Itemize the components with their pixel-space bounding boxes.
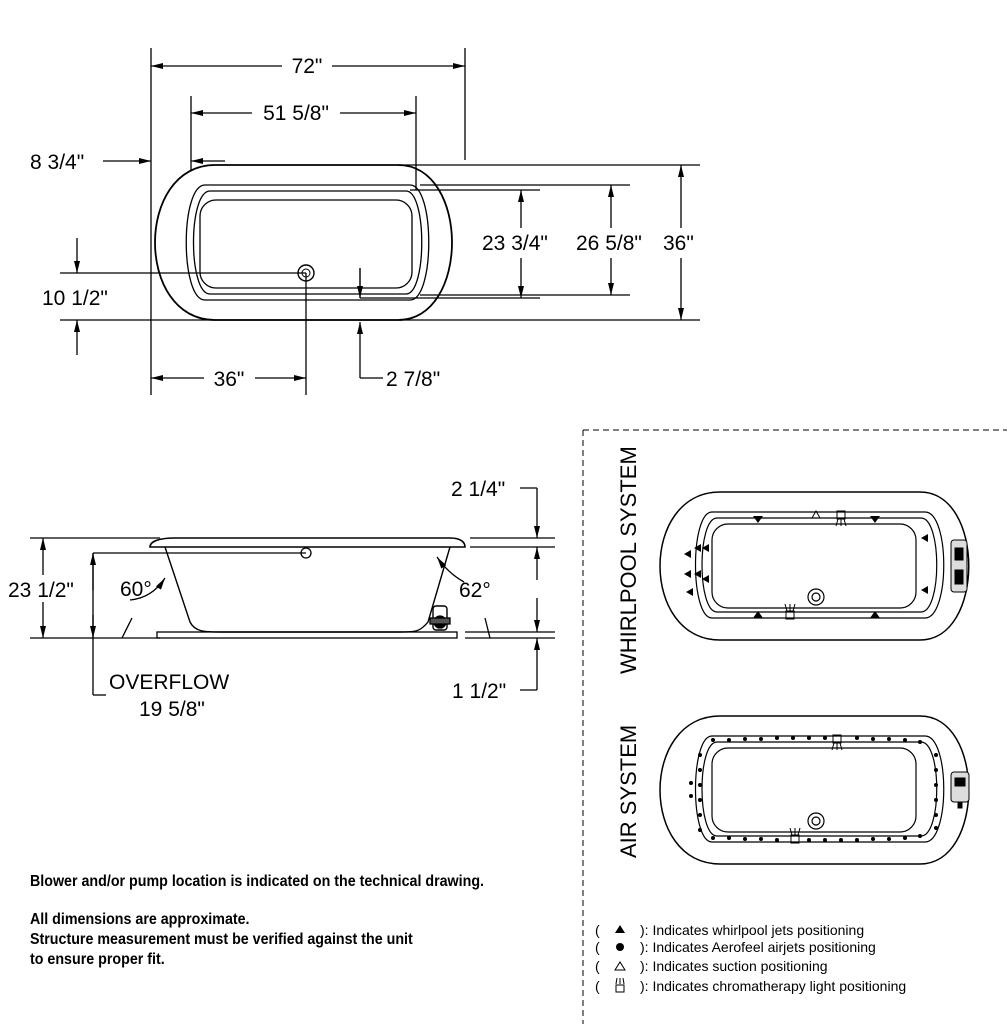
triangle-icon (615, 925, 625, 933)
whirlpool-title: WHIRLPOOL SYSTEM (616, 446, 641, 674)
legend-suction: ( ): Indicates suction positioning (595, 958, 828, 974)
plan-view (60, 48, 700, 395)
dim-inner-width: 23 3/4" (482, 232, 548, 255)
side-view (30, 487, 555, 696)
legend-suction-text: ): Indicates suction positioning (640, 958, 828, 974)
pump-icon (429, 605, 451, 631)
dim-rim-thickness: 2 1/4" (451, 478, 505, 501)
dim-rim-offset: 8 3/4" (30, 151, 84, 174)
plan-deck-inner (192, 190, 423, 295)
side-base (156, 631, 458, 639)
dim-basin-width: 26 5/8" (576, 232, 642, 255)
dim-overflow-offset: 2 7/8" (386, 368, 440, 391)
dot-icon (616, 943, 624, 951)
svg-text:(: ( (595, 922, 600, 938)
legend-light-text: ): Indicates chromatherapy light positio… (640, 978, 906, 994)
note-blower: Blower and/or pump location is indicated… (30, 873, 485, 890)
side-rim (149, 537, 466, 548)
legend-airjets-text: ): Indicates Aerofeel airjets positionin… (640, 939, 876, 955)
dim-drain-offset-y: 10 1/2" (42, 287, 108, 310)
svg-text:(: ( (595, 978, 600, 994)
open-triangle-icon (614, 961, 626, 971)
legend-jets-text: ): Indicates whirlpool jets positioning (640, 922, 864, 938)
dim-overflow-height: 19 5/8" (139, 698, 205, 721)
overflow-label: OVERFLOW (109, 671, 229, 694)
dim-overall-width: 36" (663, 232, 694, 255)
air-blower-icon (950, 771, 970, 809)
legend-jets: ( ): Indicates whirlpool jets positionin… (595, 922, 864, 938)
note-approx-1: All dimensions are approximate. (30, 911, 250, 928)
legend-light: ( ): Indicates chromatherapy light posit… (595, 977, 906, 994)
whirlpool-lights (784, 510, 847, 620)
legend-airjets: ( ): Indicates Aerofeel airjets position… (595, 939, 876, 955)
air-title: AIR SYSTEM (616, 725, 641, 858)
light-icon (615, 977, 625, 993)
air-lights (789, 734, 843, 844)
plan-deck (185, 184, 430, 301)
dim-inner-length: 51 5/8" (263, 102, 329, 125)
note-approx-3: to ensure proper fit. (30, 951, 165, 968)
dim-base-height: 1 1/2" (452, 680, 506, 703)
side-body (164, 546, 451, 633)
systems-panel (582, 429, 1007, 1024)
dim-drain-offset-x: 36" (214, 368, 245, 391)
whirlpool-tub (659, 491, 970, 641)
dim-overall-height: 23 1/2" (8, 579, 74, 602)
legend: ( ): Indicates whirlpool jets positionin… (595, 922, 906, 994)
dim-right-angle: 62° (459, 579, 491, 602)
air-tub (659, 715, 970, 865)
whirlpool-jets (684, 516, 928, 618)
dim-left-angle: 60° (120, 578, 152, 601)
air-jets (689, 736, 938, 842)
note-approx-2: Structure measurement must be verified a… (30, 931, 413, 948)
dim-overall-length: 72" (292, 55, 323, 78)
plan-view-labels: 72" 51 5/8" 8 3/4" 23 3/4" 26 5/8" 36" 1… (30, 55, 694, 391)
side-view-labels: 2 1/4" 23 1/2" 60° 62° 1 1/2" OVERFLOW 1… (8, 478, 506, 721)
whirlpool-pump-icon (950, 539, 968, 593)
svg-text:(: ( (595, 958, 600, 974)
whirlpool-suction (811, 509, 821, 519)
svg-text:(: ( (595, 939, 600, 955)
